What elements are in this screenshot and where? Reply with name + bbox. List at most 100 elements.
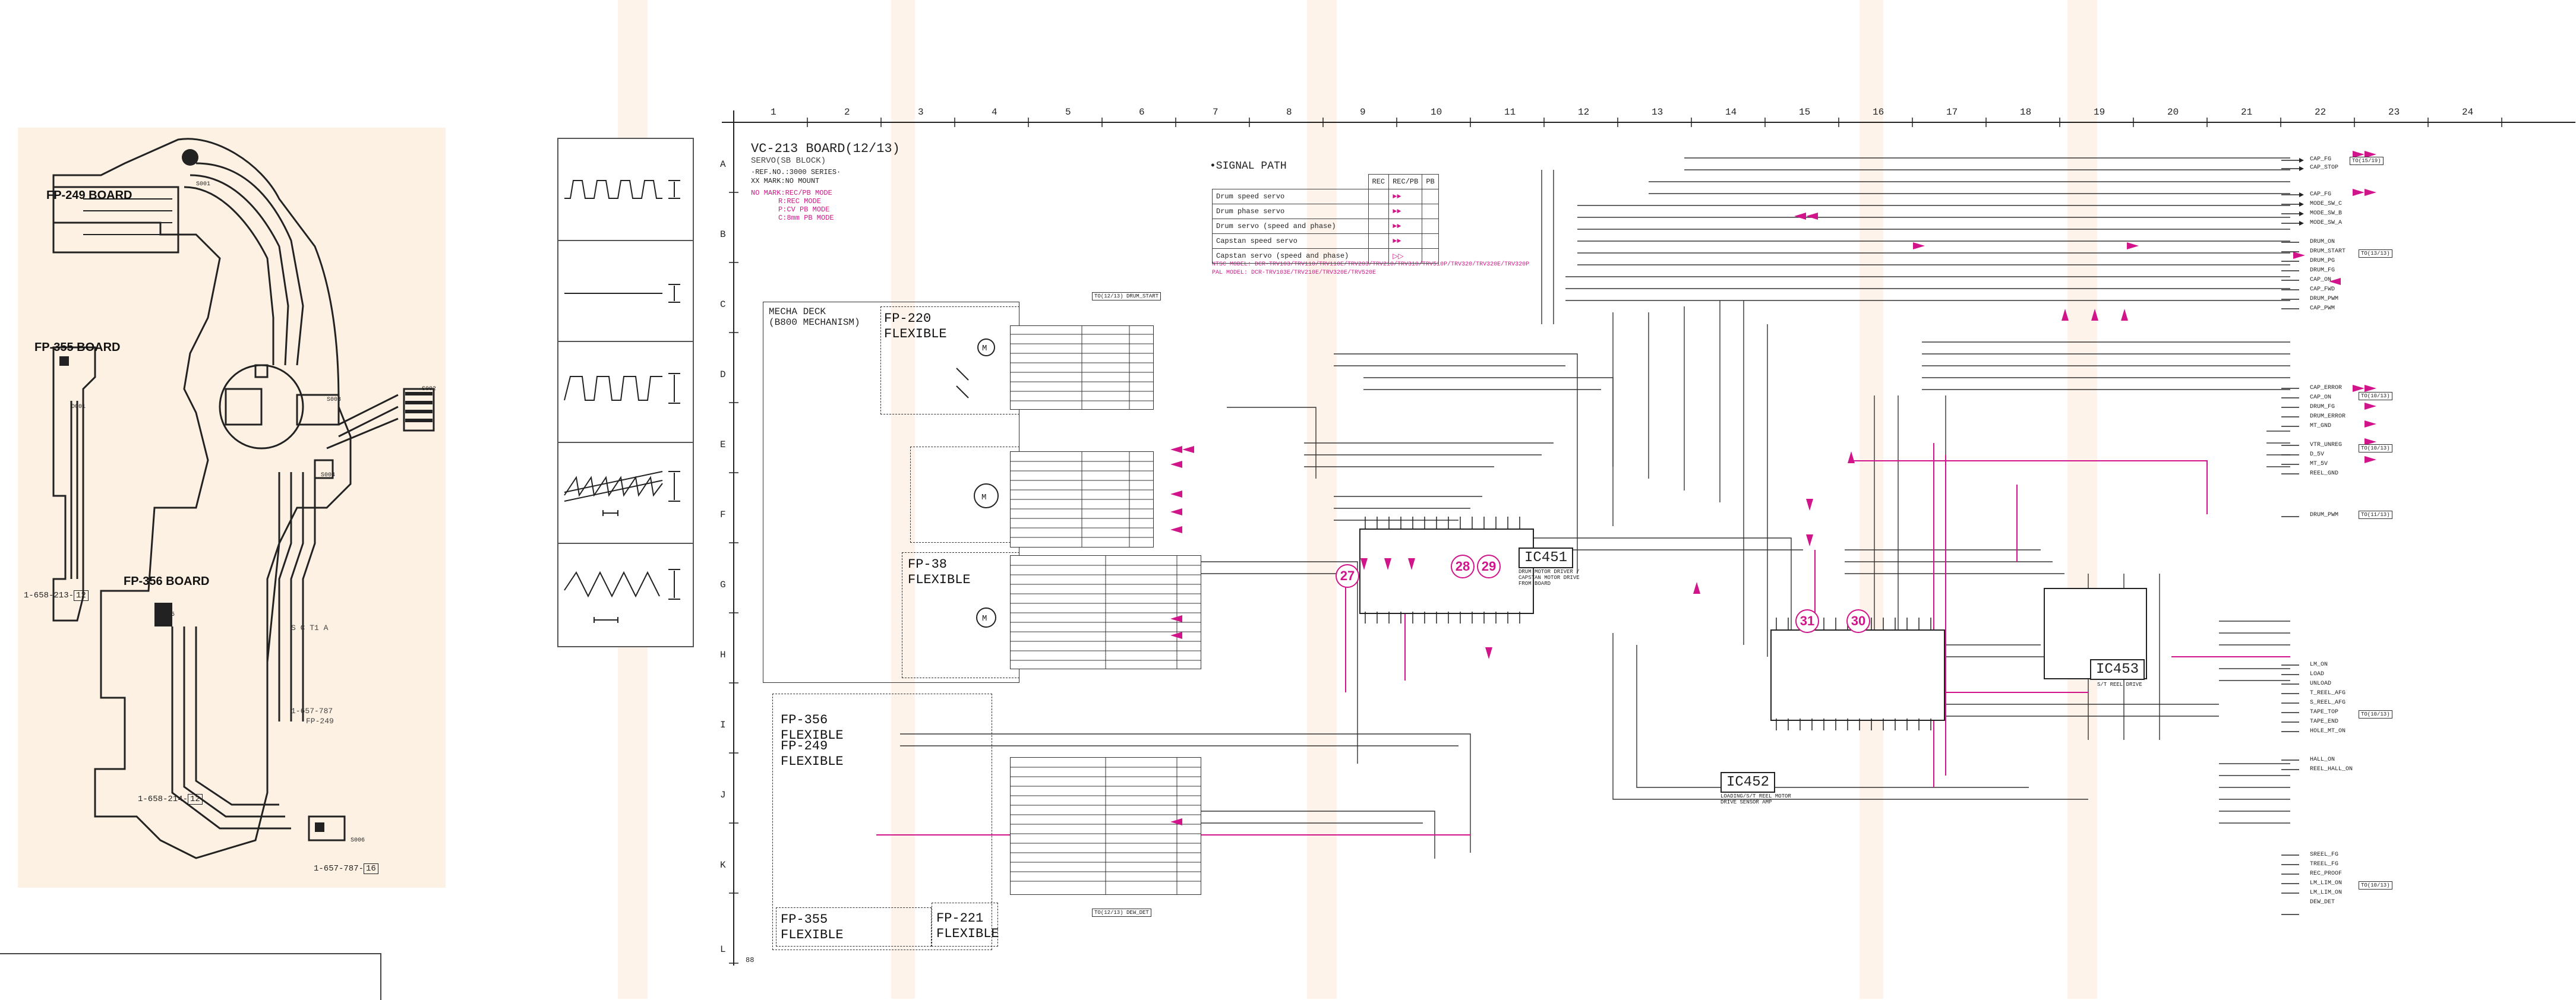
row-letter: I xyxy=(720,720,726,730)
mode-note: P:CV PB MODE xyxy=(778,205,830,214)
col-number: 7 xyxy=(1213,107,1218,118)
right-group-d: CAP_ERROR CAP_ON DRUM_FG DRUM_ERROR MT_G… xyxy=(2310,385,2346,429)
mecha-deck-sub: (B800 MECHANISM) xyxy=(769,317,860,328)
fp356-block xyxy=(772,694,992,950)
right-group-h: HALL_ON REEL_HALL_ON xyxy=(2310,757,2353,773)
waveform-cell-4 xyxy=(558,442,693,544)
right-group-c: DRUM_ON DRUM_START DRUM_PG DRUM_FG CAP_O… xyxy=(2310,239,2346,312)
right-group-top: CAP_FG CAP_STOP xyxy=(2310,156,2339,171)
svg-text:M: M xyxy=(981,493,986,502)
ic452-note: LOADING/S/T REEL MOTOR DRIVE SENSOR AMP xyxy=(1721,793,1791,805)
waveform-cell-3 xyxy=(558,341,693,443)
right-group-f-ref: TO(11/13) xyxy=(2359,511,2392,519)
sp-col-recpb: REC/PB xyxy=(1388,174,1423,189)
test-point-29: 29 xyxy=(1477,555,1501,578)
pcb-small-text-3: S C T1 A xyxy=(291,624,329,632)
row-letter: J xyxy=(720,790,726,800)
sp-row-label: Capstan speed servo xyxy=(1212,233,1369,249)
row-letter: C xyxy=(720,299,726,310)
mode-note: NO MARK:REC/PB MODE xyxy=(751,189,832,197)
col-number: 23 xyxy=(2388,107,2400,118)
right-connector-arrows xyxy=(2281,158,2304,915)
ic451-label: IC451 xyxy=(1519,548,1574,568)
arrow-icon: ►► xyxy=(1393,192,1401,201)
col-number: 14 xyxy=(1725,107,1737,118)
col-number: 3 xyxy=(918,107,924,118)
board-label-fp249: FP-249 BOARD xyxy=(46,189,132,202)
fp220-connector-table xyxy=(1010,325,1154,410)
signal-path-table: REC REC/PB PB Drum speed servo ►► Drum p… xyxy=(1212,174,1439,264)
ref-s006: S006 xyxy=(351,837,365,844)
fp221-block xyxy=(932,903,998,947)
part-number-1: 1-658-213-12 xyxy=(24,590,89,601)
background-band xyxy=(1307,0,1337,999)
row-letter: G xyxy=(720,580,726,590)
right-group-b: CAP_FG MODE_SW_C MODE_SW_B MODE_SW_A xyxy=(2310,191,2343,226)
sp-row-label: Capstan servo (speed and phase) xyxy=(1212,248,1369,264)
board-label-fp355: FP-355 BOARD xyxy=(34,341,121,354)
right-group-g: LM_ON LOAD UNLOAD T_REEL_AFG S_REEL_AFG … xyxy=(2310,662,2346,735)
mark-note: XX MARK:NO MOUNT xyxy=(751,177,820,185)
corner-frame xyxy=(0,953,381,1000)
col-number: 6 xyxy=(1139,107,1145,118)
col-number: 16 xyxy=(1873,107,1884,118)
fp38-connector-table xyxy=(1010,555,1201,669)
waveform-cell-2 xyxy=(558,240,693,342)
col-number: 11 xyxy=(1504,107,1516,118)
right-group-f: DRUM_PWM xyxy=(2310,512,2339,518)
part-number-2: 1-658-214-12 xyxy=(138,794,203,805)
ref-no: ·REF.NO.:3000 SERIES· xyxy=(751,168,841,176)
col-number: 1 xyxy=(771,107,776,118)
signal-flow-arrows xyxy=(1170,151,2376,825)
model-note-pal: PAL MODEL: DCR-TRV103E/TRV210E/TRV320E/T… xyxy=(1212,270,1377,276)
col-number: 18 xyxy=(2020,107,2032,118)
ic453-note: S/T REEL DRIVE xyxy=(2097,682,2142,688)
svg-text:M: M xyxy=(982,614,987,624)
ic451-pins xyxy=(1365,517,1520,624)
background-band xyxy=(891,0,915,999)
right-group-c-ref: TO(13/13) xyxy=(2359,249,2392,258)
col-number: 2 xyxy=(844,107,850,118)
part-number-3: 1-657-787-16 xyxy=(314,863,378,874)
motor-symbols: MMM xyxy=(956,338,999,628)
arrow-icon: ►► xyxy=(1393,207,1401,216)
ref-s001: S001 xyxy=(196,181,211,188)
right-group-e-ref: TO(10/13) xyxy=(2359,444,2392,452)
pcb-flexible-board-drawing xyxy=(52,138,435,859)
col-number: 13 xyxy=(1652,107,1663,118)
col-number: 8 xyxy=(1286,107,1292,118)
row-letter: H xyxy=(720,650,726,660)
row-letter: L xyxy=(720,944,726,955)
waveform-panel xyxy=(557,138,694,647)
page-number: 88 xyxy=(746,956,755,964)
pcb-background xyxy=(18,128,446,888)
row-letter: A xyxy=(720,159,726,170)
col-number: 19 xyxy=(2094,107,2105,118)
col-number: 10 xyxy=(1431,107,1442,118)
right-group-i: SREEL_FG TREEL_FG REC_PROOF LM_LIM_ON LM… xyxy=(2310,852,2343,906)
mode-note: C:8mm PB MODE xyxy=(778,214,834,222)
row-letter: D xyxy=(720,369,726,380)
bottom-ref: TO(12/13) DEW_DET xyxy=(1092,909,1151,917)
ref-s003: S003 xyxy=(327,397,342,403)
ic451-body xyxy=(1359,529,1534,614)
col-number: 21 xyxy=(2241,107,2253,118)
waveform-cell-1 xyxy=(558,139,693,241)
ic453-label: IC453 xyxy=(2090,659,2145,680)
ic452-label: IC452 xyxy=(1721,772,1776,793)
ref-s005: S005 xyxy=(160,612,175,618)
ref-s004: S004 xyxy=(321,472,336,479)
background-band xyxy=(1860,0,1883,999)
col-number: 15 xyxy=(1799,107,1811,118)
fp249-connector-table xyxy=(1010,757,1201,895)
test-point-30: 30 xyxy=(1846,609,1870,633)
ic451-note: DRUM MOTOR DRIVER / CAPSTAN MOTOR DRIVE … xyxy=(1519,569,1580,587)
waveform-traces xyxy=(564,180,680,623)
row-letter: K xyxy=(720,860,726,871)
col-number: 5 xyxy=(1065,107,1071,118)
model-note-ntsc: NTSC MODEL: DCR-TRV103/TRV110/TRV110E/TR… xyxy=(1212,261,1530,268)
